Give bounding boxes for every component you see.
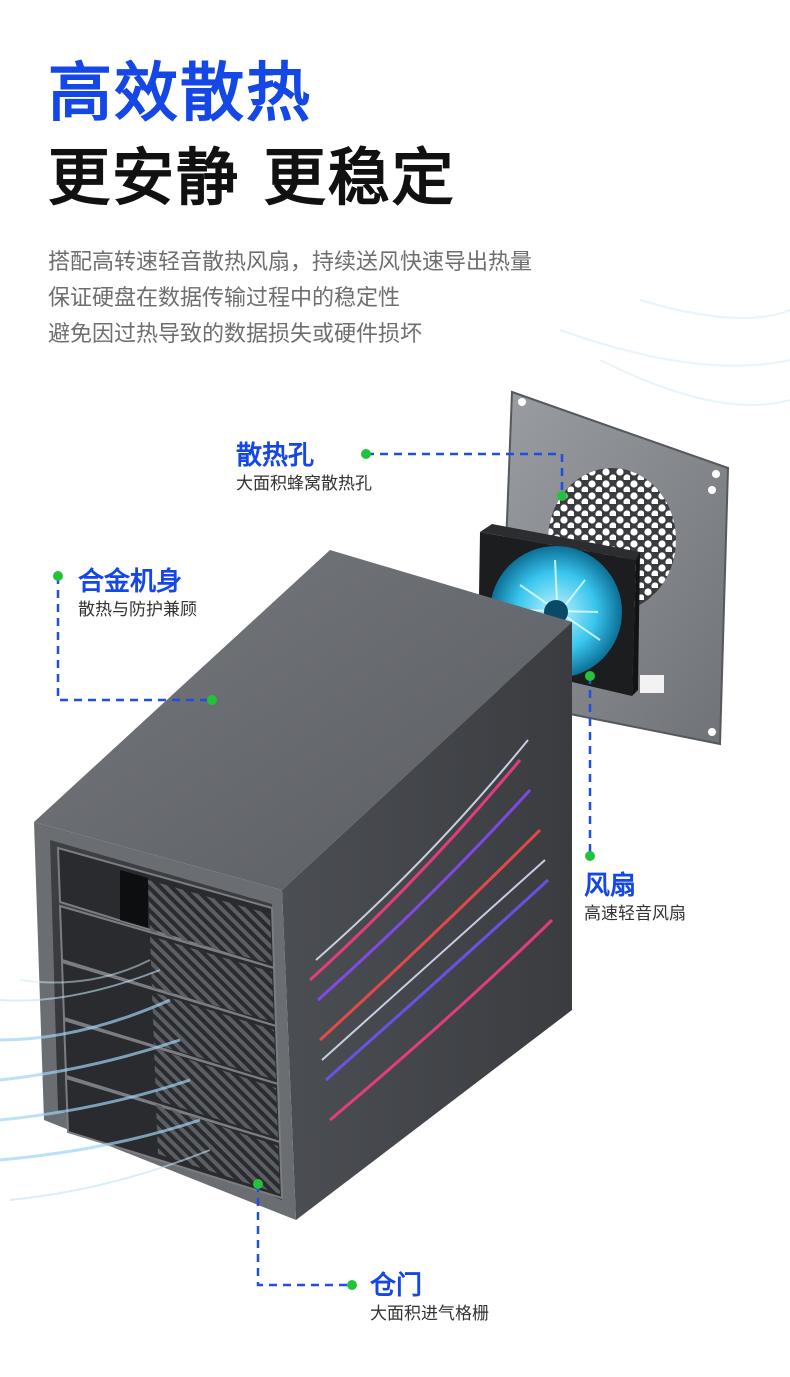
- internal-heat-streaks: [308, 739, 554, 1122]
- description-line: 避免因过热导致的数据损失或硬件损坏: [48, 322, 423, 347]
- leader-lines: [56, 452, 592, 1287]
- vent-holes-anchor-dot: [557, 491, 567, 501]
- callout-subtitle: 散热与防护兼顾: [78, 600, 197, 620]
- callout-subtitle: 高速轻音风扇: [584, 904, 686, 924]
- callout-alloy-body: 合金机身 散热与防护兼顾: [78, 566, 197, 622]
- drive-bays: [56, 846, 284, 1200]
- callout-bay-door: 仓门 大面积进气格栅: [370, 1270, 489, 1326]
- callout-fan: 风扇 高速轻音风扇: [584, 870, 686, 926]
- bay-door-anchor-dot: [253, 1179, 263, 1189]
- fan-anchor-dot: [585, 671, 595, 681]
- airflow-streaks-left: [0, 959, 211, 1201]
- callout-title: 散热孔: [236, 441, 315, 471]
- alloy-body-anchor-dot: [207, 695, 217, 705]
- callout-title: 风扇: [584, 871, 637, 901]
- callout-subtitle: 大面积蜂窝散热孔: [236, 474, 372, 494]
- callout-title: 仓门: [370, 1271, 423, 1301]
- headline-secondary: 更安静 更稳定: [48, 141, 456, 214]
- description-block: 搭配高转速轻音散热风扇，持续送风快速导出热量 保证硬盘在数据传输过程中的稳定性 …: [48, 245, 532, 353]
- callout-vent-holes: 散热孔 大面积蜂窝散热孔: [236, 440, 372, 496]
- fan-dot: [585, 851, 595, 861]
- headline-primary: 高效散热: [48, 57, 312, 131]
- alloy-body-dot: [53, 571, 63, 581]
- description-line: 搭配高转速轻音散热风扇，持续送风快速导出热量: [48, 250, 533, 275]
- callout-title: 合金机身: [78, 567, 183, 597]
- description-line: 保证硬盘在数据传输过程中的稳定性: [48, 286, 401, 311]
- callout-subtitle: 大面积进气格栅: [370, 1304, 489, 1324]
- vent-holes-dot: [361, 449, 371, 459]
- airflow-streaks-right: [559, 299, 790, 406]
- bay-door-dot: [347, 1280, 357, 1290]
